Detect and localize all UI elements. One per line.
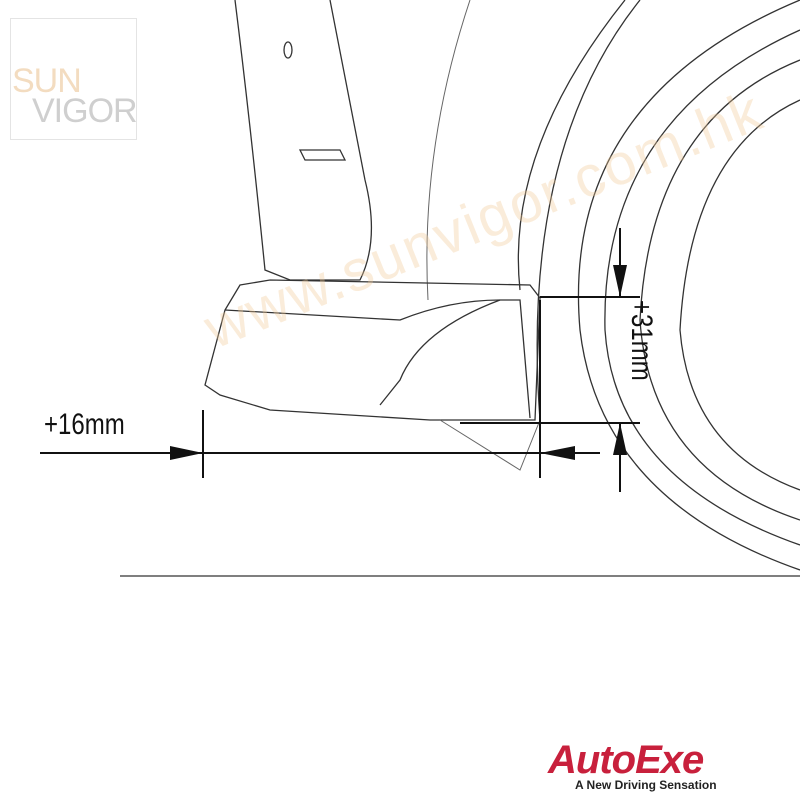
arrow-up-icon	[613, 423, 627, 455]
autoexe-logo: AutoExe	[548, 738, 704, 782]
fender-arch	[536, 0, 641, 421]
fender-outer-line	[426, 0, 471, 301]
vertical-dimension-label: +31mm	[625, 300, 658, 381]
watermark-vigor: VIGOR	[32, 92, 138, 130]
tire-outer	[577, 0, 800, 571]
wheel-rim	[639, 59, 800, 521]
horizontal-dimension-label: +16mm	[44, 408, 125, 441]
vent-detail	[298, 149, 347, 161]
bumper-upper	[234, 0, 373, 281]
wheel-hub	[679, 99, 800, 491]
sunvigor-watermark-logo	[10, 18, 137, 140]
autoexe-tagline: A New Driving Sensation	[575, 778, 717, 792]
tire-inner	[604, 29, 800, 546]
lip-spoiler-canard	[379, 299, 501, 406]
marker-hole	[283, 41, 293, 59]
fender-arch-inner	[517, 0, 626, 291]
arrow-left-icon	[540, 446, 575, 460]
arrow-down-icon	[613, 265, 627, 297]
arrow-right-icon	[170, 446, 203, 460]
lip-spoiler-fin	[439, 419, 541, 471]
watermark-sun: SUN	[12, 62, 82, 100]
lip-spoiler	[204, 279, 541, 421]
